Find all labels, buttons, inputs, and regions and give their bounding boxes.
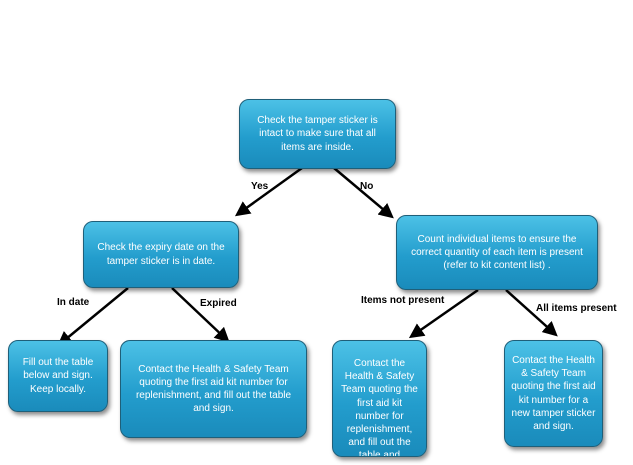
node-text: Check the expiry date on the tamper stic… <box>97 242 225 267</box>
node-fill-out-table: Fill out the table below and sign. Keep … <box>8 340 108 412</box>
edge-label-in-date: In date <box>57 297 90 308</box>
node-text: Contact the Health & Safety Team quoting… <box>341 358 418 457</box>
arrow-items-not-present <box>408 288 479 339</box>
edge-label-no: No <box>360 181 374 192</box>
node-contact-replenishment-missing: Contact the Health & Safety Team quoting… <box>332 340 427 457</box>
arrow-in-date <box>57 287 129 347</box>
node-text: Contact the Health & Safety Team quoting… <box>511 354 596 432</box>
node-contact-new-tamper-sticker: Contact the Health & Safety Team quoting… <box>504 340 603 447</box>
node-count-items: Count individual items to ensure the cor… <box>396 215 598 290</box>
node-text: Contact the Health & Safety Team quoting… <box>135 363 292 415</box>
edge-label-all-items-present: All items present <box>536 303 617 314</box>
node-check-tamper-sticker: Check the tamper sticker is intact to ma… <box>239 99 396 169</box>
arrow-yes <box>234 166 303 217</box>
edge-label-yes: Yes <box>251 181 269 192</box>
node-contact-replenishment-expired: Contact the Health & Safety Team quoting… <box>120 340 307 438</box>
node-text: Check the tamper sticker is intact to ma… <box>257 115 378 153</box>
node-text: Count individual items to ensure the cor… <box>411 233 583 272</box>
arrow-all-items-present <box>505 289 558 337</box>
edge-label-items-not-present: Items not present <box>361 295 445 306</box>
node-check-expiry-date: Check the expiry date on the tamper stic… <box>83 221 239 288</box>
arrow-expired <box>171 287 230 343</box>
node-text: Fill out the table below and sign. Keep … <box>22 357 94 395</box>
arrow-no <box>333 167 394 219</box>
edge-label-expired: Expired <box>200 298 237 309</box>
